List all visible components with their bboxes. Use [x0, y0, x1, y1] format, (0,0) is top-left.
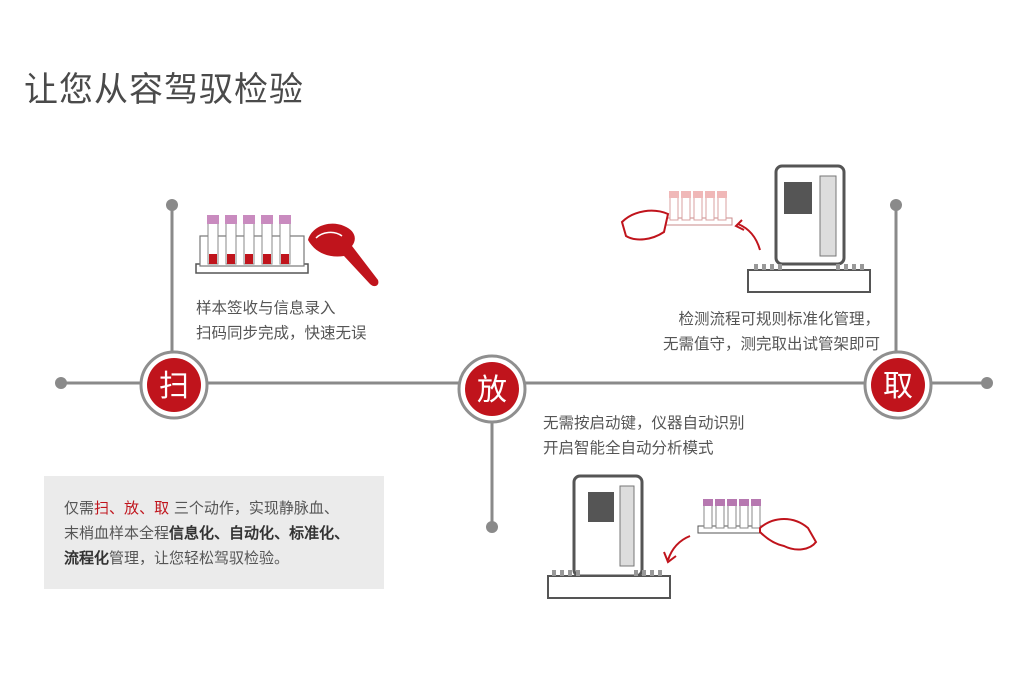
page-title: 让您从容驾驭检验 — [24, 70, 304, 110]
timeline-end-dot-left — [55, 377, 67, 389]
summary-keyword-flow: 流程化 — [64, 549, 110, 567]
summary-keyword-auto: 自动化 — [229, 524, 275, 542]
summary-action-take: 取 — [154, 499, 170, 517]
take-rack-illustration — [620, 164, 871, 293]
timeline-end-dot-right — [981, 377, 993, 389]
step-take-desc: 检测流程可规则标准化管理， 无需值守，测完取出试管架即可 — [656, 307, 880, 357]
step-char-place: 放 — [477, 373, 507, 408]
branch-dot-scan — [166, 199, 178, 211]
step-scan-desc: 样本签收与信息录入 扫码同步完成，快速无误 — [196, 296, 367, 346]
step-scan-line2: 扫码同步完成，快速无误 — [196, 324, 367, 342]
step-scan-line1: 样本签收与信息录入 — [196, 299, 336, 317]
step-circle-scan: 扫 — [139, 350, 209, 420]
summary-action-place: 放 — [124, 499, 140, 517]
summary-keyword-standard: 标准化 — [289, 524, 335, 542]
step-char-scan: 扫 — [159, 369, 189, 404]
step-place-line2: 开启智能全自动分析模式 — [543, 439, 714, 457]
tube-rack-scanner-illustration — [195, 215, 379, 287]
step-place-line1: 无需按启动键，仪器自动识别 — [543, 414, 745, 432]
step-take-line2: 无需值守，测完取出试管架即可 — [662, 335, 880, 353]
step-circle-take: 取 — [863, 350, 933, 420]
summary-text: 仅需扫、放、取 三个动作，实现静脉血、 末梢血样本全程信息化、自动化、标准化、 … — [64, 499, 350, 567]
branch-dot-take — [890, 199, 902, 211]
branch-dot-place — [486, 521, 498, 533]
place-rack-illustration — [547, 474, 818, 599]
step-char-take: 取 — [883, 369, 913, 404]
step-place-desc: 无需按启动键，仪器自动识别 开启智能全自动分析模式 — [543, 411, 745, 461]
summary-action-scan: 扫 — [94, 499, 110, 517]
step-take-line1: 检测流程可规则标准化管理， — [678, 310, 880, 328]
summary-keyword-info: 信息化 — [169, 524, 215, 542]
step-circle-place: 放 — [457, 354, 527, 424]
summary-box: 仅需扫、放、取 三个动作，实现静脉血、 末梢血样本全程信息化、自动化、标准化、 … — [44, 476, 384, 589]
